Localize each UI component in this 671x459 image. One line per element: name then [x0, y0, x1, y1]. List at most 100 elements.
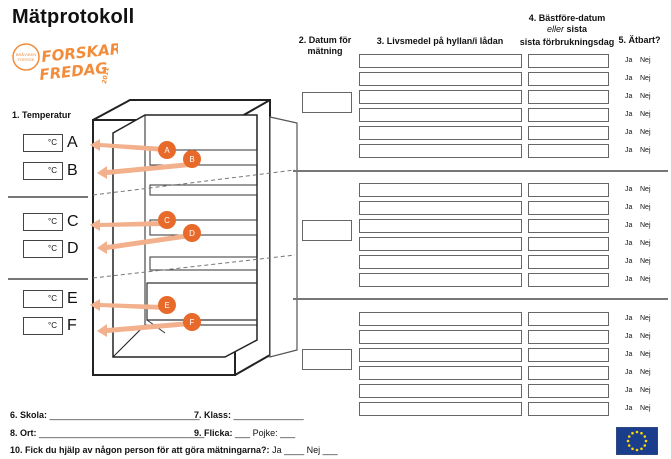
footer-class-label: 7. Klass:: [194, 410, 232, 420]
header-food: 3. Livsmedel på hyllan/i lådan: [376, 36, 504, 46]
edible-yes[interactable]: Ja: [625, 129, 633, 136]
eu-flag-logo: [616, 427, 658, 455]
bestbefore-input[interactable]: [528, 384, 609, 398]
footer-help-yes-line[interactable]: ____: [284, 445, 307, 455]
bestbefore-input[interactable]: [528, 312, 609, 326]
temp-input-b[interactable]: °C: [23, 162, 63, 180]
food-input[interactable]: [359, 402, 522, 416]
edible-yes[interactable]: Ja: [625, 186, 633, 193]
footer-help-no-line[interactable]: ___: [322, 445, 338, 455]
edible-yes[interactable]: Ja: [625, 222, 633, 229]
edible-no[interactable]: Nej: [640, 111, 651, 118]
date-input-3[interactable]: [302, 349, 352, 370]
edible-yes[interactable]: Ja: [625, 351, 633, 358]
bestbefore-input[interactable]: [528, 330, 609, 344]
edible-no[interactable]: Nej: [640, 75, 651, 82]
section-divider-left-1: [8, 196, 88, 198]
food-input[interactable]: [359, 219, 522, 233]
edible-no[interactable]: Nej: [640, 351, 651, 358]
bestbefore-input[interactable]: [528, 108, 609, 122]
bestbefore-input[interactable]: [528, 219, 609, 233]
footer-school-line[interactable]: ______________________________: [49, 410, 200, 420]
bestbefore-input[interactable]: [528, 72, 609, 86]
food-input[interactable]: [359, 126, 522, 140]
food-input[interactable]: [359, 273, 522, 287]
edible-yes[interactable]: Ja: [625, 258, 633, 265]
footer-place-label: 8. Ort:: [10, 428, 37, 438]
food-input[interactable]: [359, 330, 522, 344]
edible-yes[interactable]: Ja: [625, 405, 633, 412]
edible-no[interactable]: Nej: [640, 147, 651, 154]
food-input[interactable]: [359, 90, 522, 104]
food-input[interactable]: [359, 144, 522, 158]
edible-no[interactable]: Nej: [640, 387, 651, 394]
footer-class-line[interactable]: ______________: [233, 410, 304, 420]
food-input[interactable]: [359, 201, 522, 215]
temp-input-d[interactable]: °C: [23, 240, 63, 258]
edible-no[interactable]: Nej: [640, 186, 651, 193]
edible-yes[interactable]: Ja: [625, 333, 633, 340]
eu-star-icon: [644, 439, 648, 443]
date-input-2[interactable]: [302, 220, 352, 241]
footer-school: 6. Skola: ______________________________: [10, 410, 200, 420]
footer-place-line[interactable]: _________________________________: [39, 428, 205, 438]
edible-no[interactable]: Nej: [640, 93, 651, 100]
edible-yes[interactable]: Ja: [625, 111, 633, 118]
bestbefore-input[interactable]: [528, 183, 609, 197]
eu-star-icon: [631, 447, 634, 451]
food-input[interactable]: [359, 384, 522, 398]
bestbefore-input[interactable]: [528, 201, 609, 215]
edible-no[interactable]: Nej: [640, 129, 651, 136]
bestbefore-input[interactable]: [528, 402, 609, 416]
food-input[interactable]: [359, 183, 522, 197]
temp-input-c[interactable]: °C: [23, 213, 63, 231]
edible-no[interactable]: Nej: [640, 258, 651, 265]
edible-no[interactable]: Nej: [640, 204, 651, 211]
bestbefore-input[interactable]: [528, 273, 609, 287]
edible-no[interactable]: Nej: [640, 333, 651, 340]
edible-no[interactable]: Nej: [640, 240, 651, 247]
edible-yes[interactable]: Ja: [625, 204, 633, 211]
bestbefore-input[interactable]: [528, 126, 609, 140]
svg-text:2011: 2011: [101, 67, 111, 85]
edible-yes[interactable]: Ja: [625, 387, 633, 394]
bestbefore-input[interactable]: [528, 237, 609, 251]
edible-no[interactable]: Nej: [640, 222, 651, 229]
edible-no[interactable]: Nej: [640, 276, 651, 283]
edible-yes[interactable]: Ja: [625, 147, 633, 154]
bestbefore-input[interactable]: [528, 366, 609, 380]
food-input[interactable]: [359, 366, 522, 380]
food-input[interactable]: [359, 237, 522, 251]
footer-girl-line[interactable]: ___: [235, 428, 253, 438]
edible-yes[interactable]: Ja: [625, 240, 633, 247]
temp-input-a[interactable]: °C: [23, 134, 63, 152]
temp-input-f[interactable]: °C: [23, 317, 63, 335]
food-input[interactable]: [359, 72, 522, 86]
bestbefore-input[interactable]: [528, 348, 609, 362]
edible-yes[interactable]: Ja: [625, 93, 633, 100]
edible-no[interactable]: Nej: [640, 57, 651, 64]
section-divider-right-1: [293, 170, 668, 172]
edible-yes[interactable]: Ja: [625, 276, 633, 283]
date-input-1[interactable]: [302, 92, 352, 113]
food-input[interactable]: [359, 255, 522, 269]
bestbefore-input[interactable]: [528, 54, 609, 68]
edible-yes[interactable]: Ja: [625, 57, 633, 64]
bestbefore-input[interactable]: [528, 144, 609, 158]
bestbefore-input[interactable]: [528, 90, 609, 104]
food-input[interactable]: [359, 348, 522, 362]
food-input[interactable]: [359, 54, 522, 68]
marker-a: A: [164, 146, 170, 155]
edible-no[interactable]: Nej: [640, 405, 651, 412]
bestbefore-input[interactable]: [528, 255, 609, 269]
eu-star-icon: [643, 444, 647, 447]
food-input[interactable]: [359, 108, 522, 122]
food-input[interactable]: [359, 312, 522, 326]
edible-no[interactable]: Nej: [640, 315, 651, 322]
edible-yes[interactable]: Ja: [625, 369, 633, 376]
temp-input-e[interactable]: °C: [23, 290, 63, 308]
edible-yes[interactable]: Ja: [625, 75, 633, 82]
edible-yes[interactable]: Ja: [625, 315, 633, 322]
edible-no[interactable]: Nej: [640, 369, 651, 376]
footer-boy-line[interactable]: ___: [280, 428, 296, 438]
